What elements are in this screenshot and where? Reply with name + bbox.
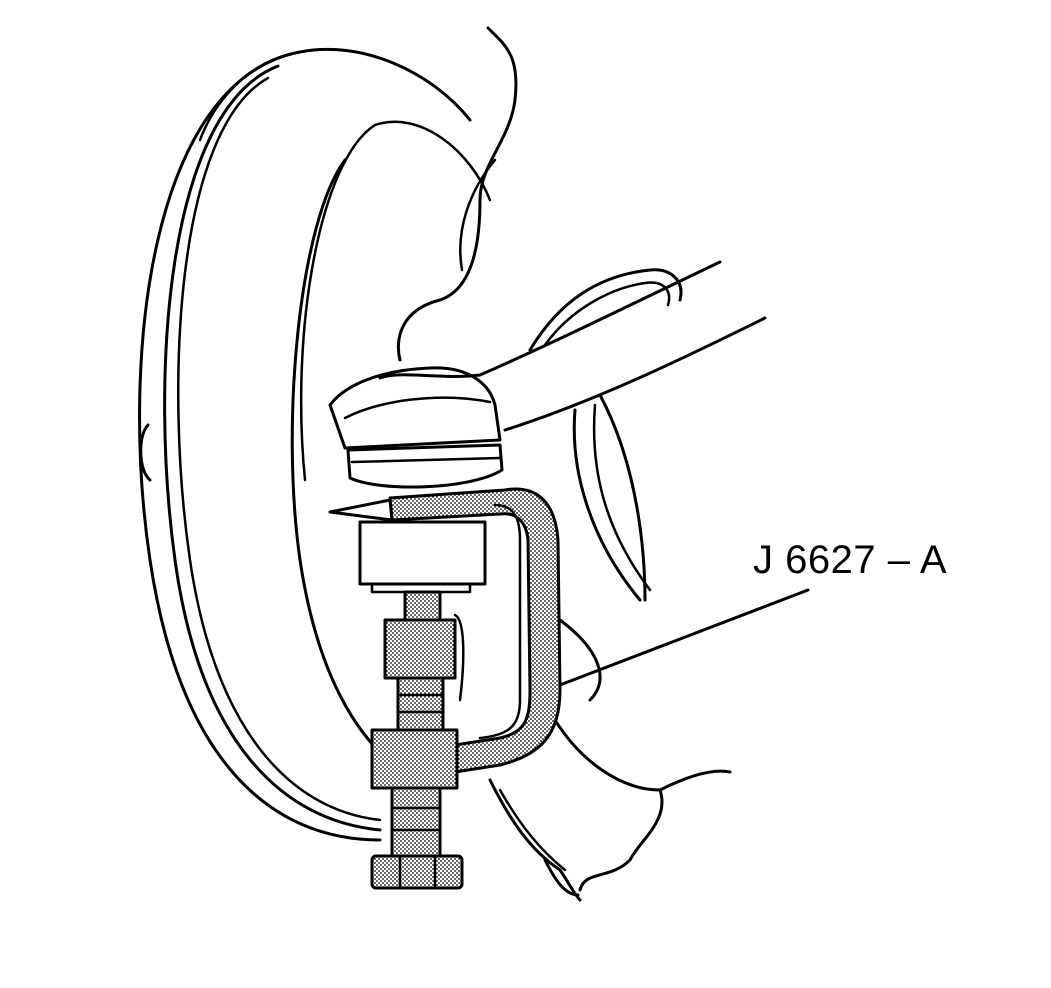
forcing-screw[interactable] (370, 590, 465, 890)
brake-rotor (138, 47, 492, 842)
upper-jaw-block (358, 520, 487, 586)
ball-joint (328, 366, 504, 489)
screw-head[interactable] (370, 854, 464, 890)
tool-callout-label: J 6627 – A (753, 538, 948, 582)
callout-leader-line (558, 588, 810, 687)
separator-tool-frame[interactable] (328, 487, 562, 774)
lower-knuckle (488, 618, 732, 902)
steering-knuckle (396, 26, 518, 362)
control-arm (378, 260, 767, 602)
